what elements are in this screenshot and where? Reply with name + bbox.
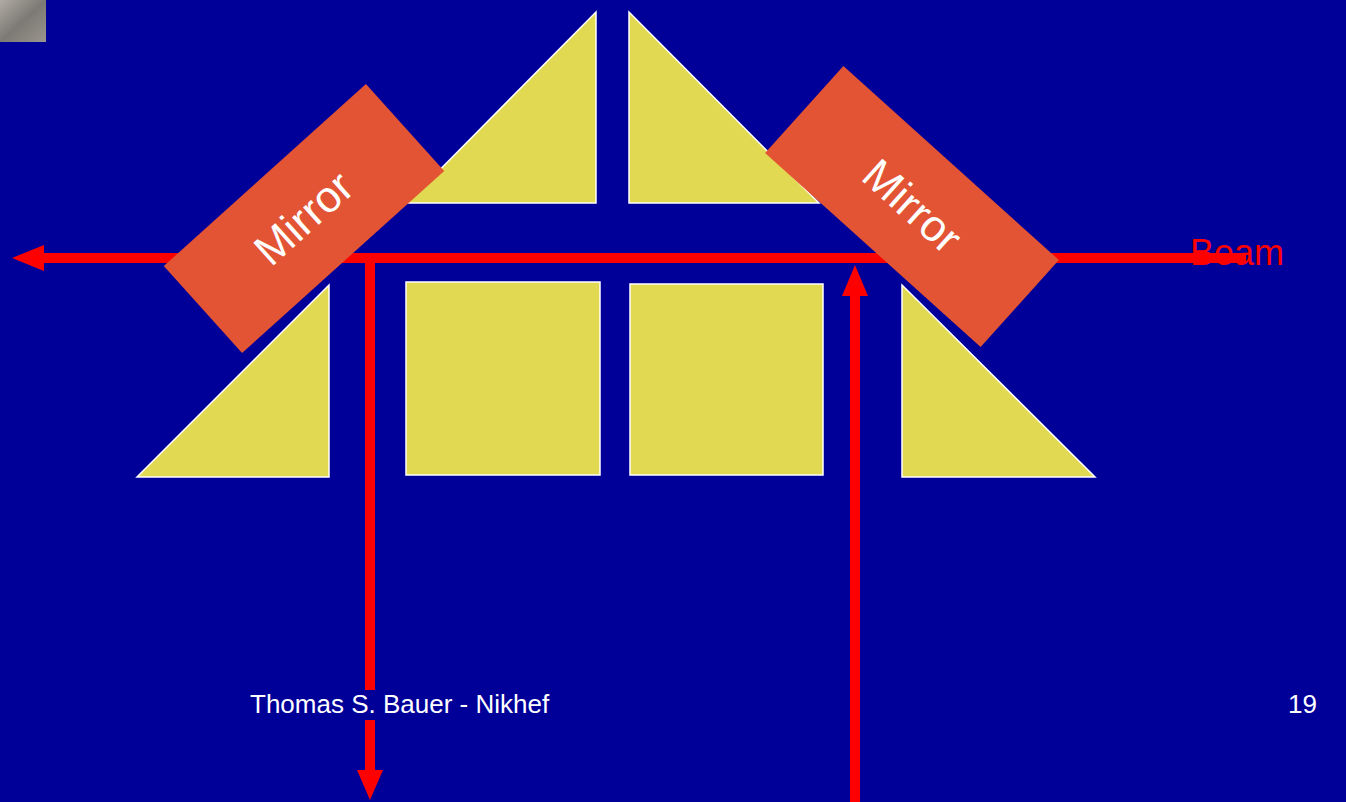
prism-square xyxy=(630,284,823,475)
mirror-label: Mirror xyxy=(242,159,366,277)
prism-square xyxy=(406,282,600,475)
page-number: 19 xyxy=(1288,690,1317,720)
mirror-label: Mirror xyxy=(850,147,974,265)
beam-label: Beam xyxy=(1190,232,1284,273)
corner-photo xyxy=(0,0,46,42)
beam-arrowhead xyxy=(12,245,44,271)
beam-arrowhead xyxy=(842,265,868,296)
footer-text: Thomas S. Bauer - Nikhef xyxy=(250,690,549,720)
beam-up xyxy=(850,290,860,802)
beam-arrowhead xyxy=(357,770,383,800)
